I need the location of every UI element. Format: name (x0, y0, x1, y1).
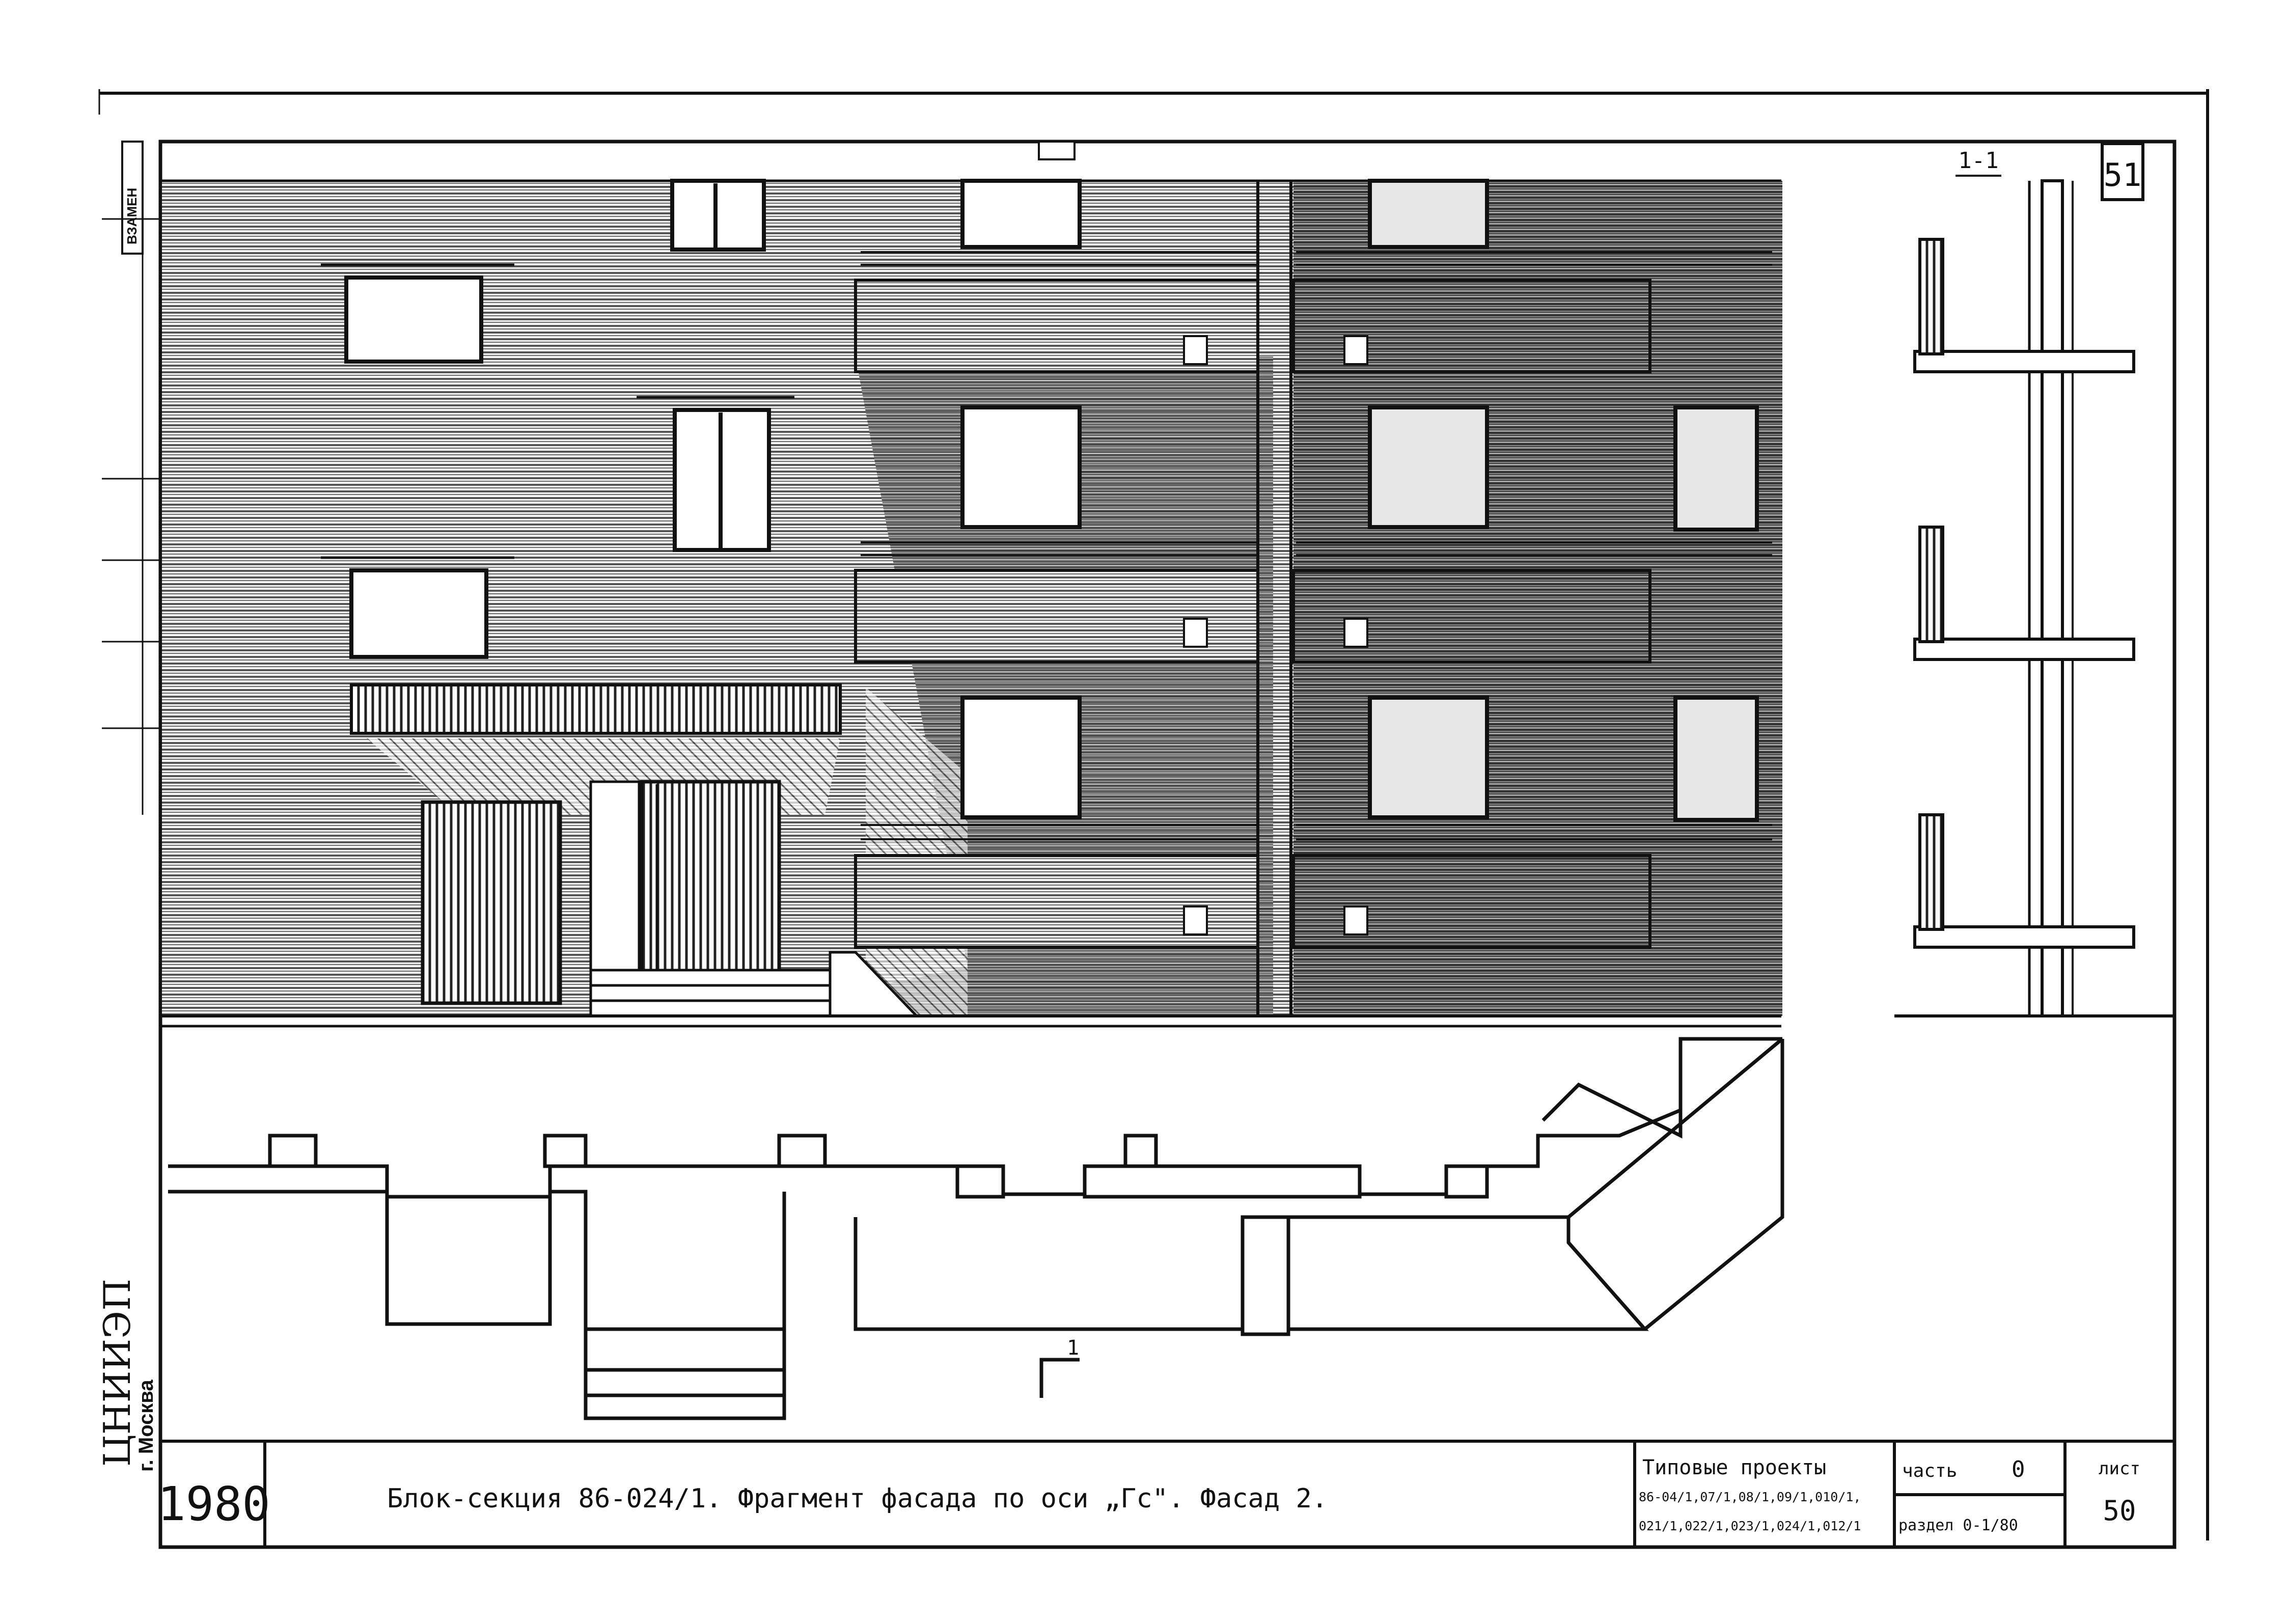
left-windows (344, 179, 771, 659)
title-block (160, 1440, 2174, 1547)
loggia-column-center (854, 179, 1259, 949)
corner-number-box: 51 (2101, 142, 2144, 201)
org-name: ЦНИИЭП (96, 1279, 139, 1467)
sheet-title: Блок-секция 86-024/1. Фрагмент фасада по… (387, 1483, 1328, 1514)
part-label: часть (1902, 1461, 1957, 1481)
plan-fragment: 1 (162, 1025, 1784, 1420)
entrance-doors (421, 780, 781, 1005)
facade-elevation (162, 141, 1782, 1017)
projects-line-2: 021/1,022/1,023/1,024/1,012/1 (1639, 1519, 1861, 1533)
title-block-text: 1980 Блок-секция 86-024/1. Фрагмент фаса… (157, 1456, 2140, 1534)
projects-line-1: 86-04/1,07/1,08/1,09/1,010/1, (1639, 1490, 1861, 1504)
section-marker: 1 (1067, 1336, 1079, 1360)
corner-number: 51 (2104, 156, 2142, 194)
sheet-frame (98, 89, 2209, 1549)
org-city: г. Москва (135, 1380, 157, 1472)
entrance-canopy (350, 683, 842, 735)
sheet-label: лист (2099, 1458, 2140, 1479)
section-1-1: 1-1 (1894, 148, 2174, 1017)
section-ref: раздел 0-1/80 (1898, 1517, 2018, 1534)
side-tag-text: ВЗАМЕН (124, 188, 140, 244)
loggia-column-right (1292, 179, 1772, 949)
left-tag-strip: ВЗАМЕН (102, 141, 160, 815)
year: 1980 (157, 1477, 270, 1531)
entrance-steps (589, 951, 920, 1017)
org-stamp: ЦНИИЭП г. Москва (96, 1279, 157, 1472)
part-value: 0 (2012, 1456, 2025, 1482)
projects-heading: Типовые проекты (1642, 1456, 1826, 1479)
sheet-number: 50 (2103, 1495, 2136, 1527)
section-label: 1-1 (1958, 148, 1998, 174)
